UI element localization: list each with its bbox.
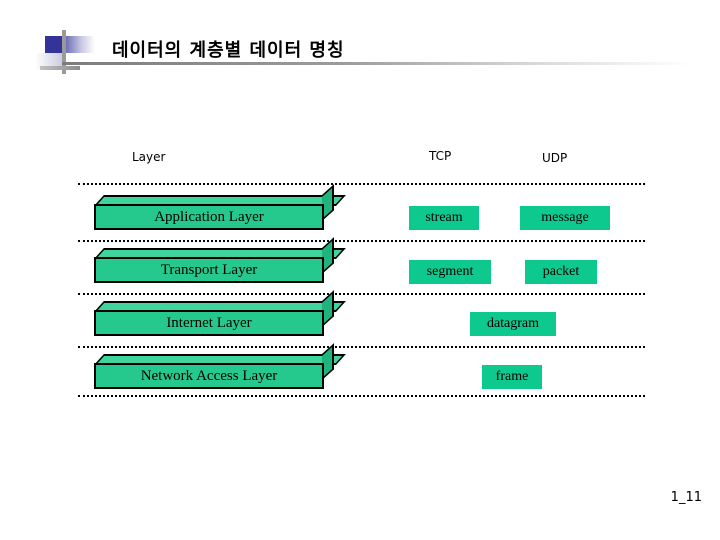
layer-label: Transport Layer xyxy=(160,262,258,278)
row-divider xyxy=(78,346,645,348)
layer-box-internet: Internet Layer xyxy=(94,290,346,336)
column-header-udp: UDP xyxy=(542,151,568,165)
layer-label: Application Layer xyxy=(154,209,264,225)
box-front-face xyxy=(94,204,324,230)
row-divider xyxy=(78,395,645,397)
box-front-face xyxy=(94,363,324,389)
layer-label: Network Access Layer xyxy=(140,368,278,384)
layer-box-application: Application Layer xyxy=(94,184,346,230)
box-front-face xyxy=(94,257,324,283)
protocol-data-unit-table: Layer TCP UDP Application Layer stream m… xyxy=(0,130,720,410)
page-title: 데이터의 계층별 데이터 명칭 xyxy=(112,40,345,61)
row-divider xyxy=(78,183,645,185)
column-header-layer: Layer xyxy=(132,150,166,164)
pdu-chip-tcp-application: stream xyxy=(409,206,479,230)
column-header-tcp: TCP xyxy=(429,149,452,163)
box-front-face xyxy=(94,310,324,336)
layer-box-transport: Transport Layer xyxy=(94,237,346,283)
row-divider xyxy=(78,293,645,295)
layer-box-network-access: Network Access Layer xyxy=(94,343,346,389)
decor-gradient-square-icon xyxy=(65,36,95,53)
decor-lower-bar-icon xyxy=(40,66,80,70)
pdu-chip-udp-transport: packet xyxy=(525,260,597,284)
row-divider xyxy=(78,240,645,242)
page-number: 1_11 xyxy=(670,490,702,505)
decor-blue-square-icon xyxy=(45,36,65,53)
decor-gradient-square-left-icon xyxy=(35,53,65,69)
pdu-chip-span-internet: datagram xyxy=(470,312,556,336)
layer-label: Internet Layer xyxy=(166,315,252,331)
pdu-chip-span-network-access: frame xyxy=(482,365,542,389)
pdu-chip-udp-application: message xyxy=(520,206,610,230)
header-divider-rule xyxy=(62,62,692,65)
pdu-chip-tcp-transport: segment xyxy=(409,260,491,284)
decor-vertical-bar-icon xyxy=(62,30,66,74)
slide-header: 데이터의 계층별 데이터 명칭 xyxy=(0,0,720,90)
